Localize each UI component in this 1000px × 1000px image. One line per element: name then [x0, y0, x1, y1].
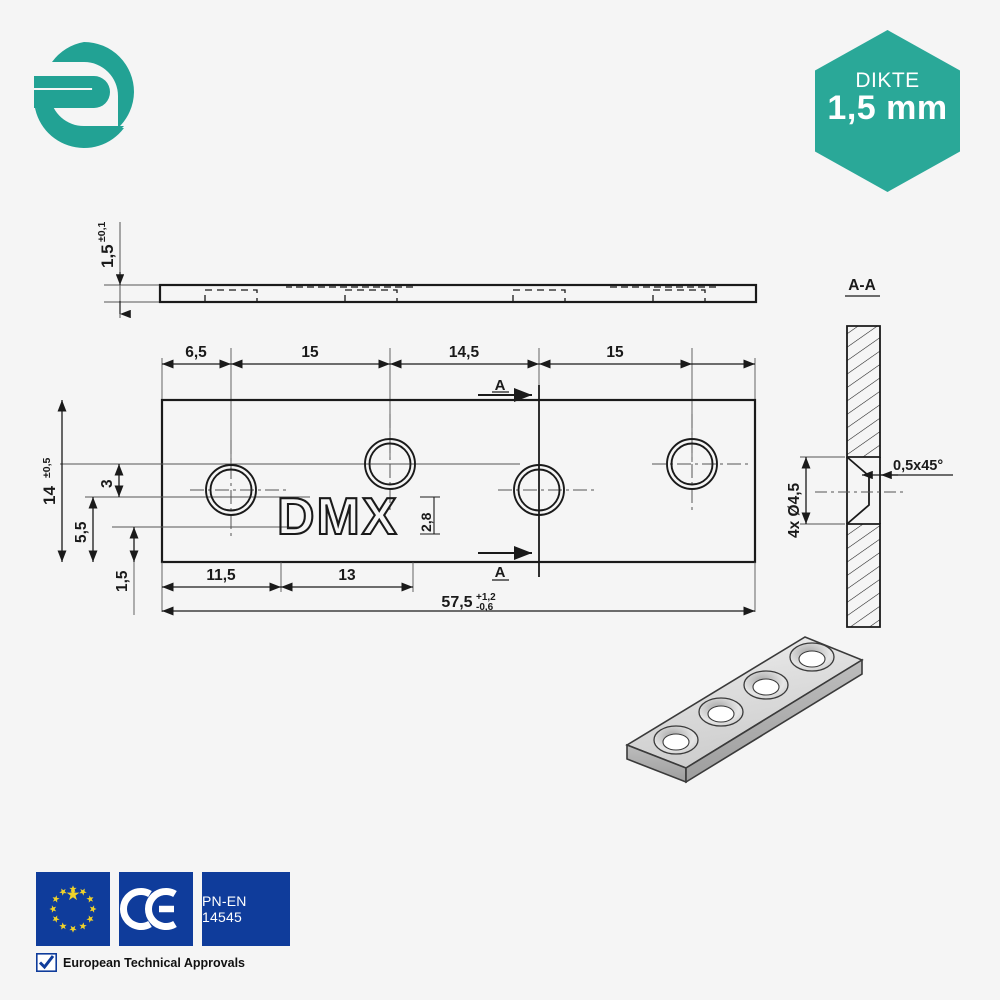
side-thickness-tolerance: ±0,1: [96, 221, 108, 242]
brand-engraving: DMX: [277, 488, 399, 546]
overall-length-tolerance-lower: -0,6: [476, 602, 494, 613]
left-dim-14-tolerance: ±0,5: [41, 457, 53, 478]
technical-drawing: 1,5 ±0,1 6,5 15: [40, 221, 953, 784]
section-chamfer-label: 0,5x45°: [893, 458, 943, 474]
checkbox-icon: [36, 953, 57, 972]
eta-label: European Technical Approvals: [63, 955, 245, 970]
top-dim-4: 15: [606, 344, 624, 361]
hexagon-shape: [815, 30, 960, 192]
section-mark-top: A: [495, 377, 506, 394]
top-dim-1: 6,5: [185, 344, 207, 361]
section-mark-bottom: A: [495, 564, 506, 581]
left-dimension-chain: 14 ±0,5 3 5,5 1,5: [40, 400, 139, 615]
standard-label: PN-EN 14545: [202, 893, 247, 925]
bottom-dim-1: 11,5: [206, 567, 236, 584]
overall-length-value: 57,5: [441, 594, 472, 611]
certification-strip: PN-EN 14545 European Technical Approvals: [36, 872, 290, 972]
section-hole-spec: 4x Ø4,5: [786, 482, 803, 538]
side-edge-view: 1,5 ±0,1: [96, 221, 758, 319]
top-dim-2: 15: [301, 344, 319, 361]
plan-view: A A DMX 2,8: [60, 377, 757, 581]
side-thickness-label: 1,5: [98, 244, 117, 268]
left-dim-55: 5,5: [73, 521, 90, 543]
eu-flag-icon: [36, 872, 110, 946]
left-dim-3: 3: [99, 479, 116, 488]
overall-length-tolerance-upper: +1,2: [476, 592, 496, 603]
top-dimension-chain: 6,5 15 14,5 15: [161, 344, 756, 478]
engrave-height-label: 2,8: [418, 512, 434, 532]
isometric-view: [625, 636, 864, 784]
left-dim-15: 1,5: [114, 570, 131, 592]
standard-badge: PN-EN 14545: [202, 872, 290, 946]
left-dim-14: 14: [40, 486, 59, 505]
section-aa-view: A-A 4x Ø4,5 0,5x45°: [786, 277, 953, 628]
section-view-title: A-A: [848, 277, 876, 294]
dmx-logo-icon: [18, 36, 150, 148]
bottom-dim-2: 13: [338, 567, 356, 584]
eta-row: European Technical Approvals: [36, 953, 290, 972]
ce-mark-icon: [119, 872, 193, 946]
top-dim-3: 14,5: [449, 344, 480, 361]
bottom-dimension-chain: 11,5 13 57,5 +1,2 -0,6: [161, 562, 756, 616]
